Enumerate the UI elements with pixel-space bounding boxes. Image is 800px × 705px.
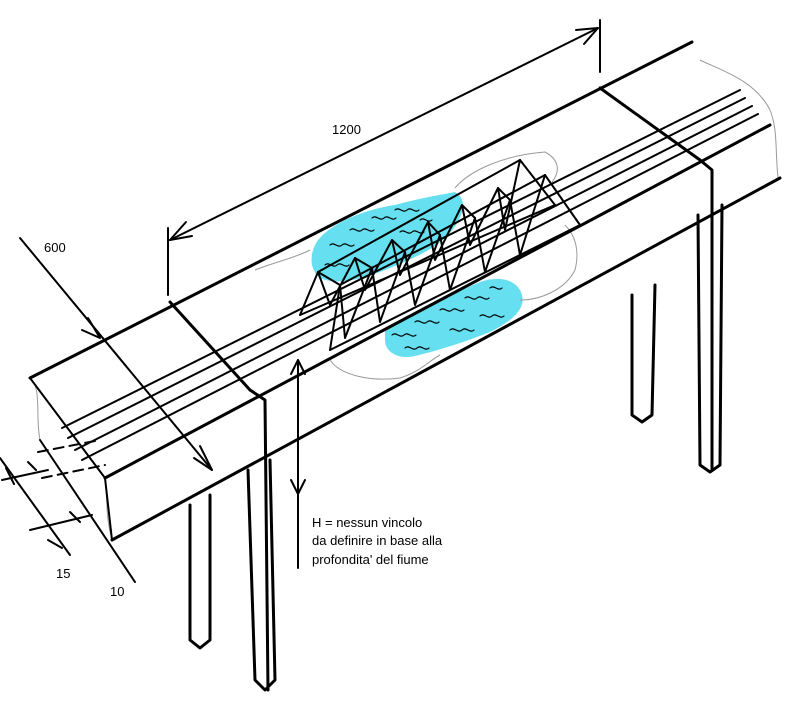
truss-top-chord-back <box>317 159 521 273</box>
pillar-front-center <box>246 458 277 692</box>
dim-small-arrow-2 <box>27 461 81 523</box>
joint-left-top <box>168 300 252 392</box>
truss-cross-ties <box>354 187 511 269</box>
annotation-line-2: da definire in base alla <box>312 533 443 548</box>
dimension-length: 1200 <box>167 19 601 296</box>
dim-length-arrow-left <box>169 221 193 241</box>
truss-top-chord-front <box>339 174 546 286</box>
truss-bottom-chord-back <box>299 204 556 316</box>
dim-15-label: 15 <box>56 566 70 581</box>
dim-width-label: 600 <box>44 240 66 255</box>
dim-small-arrow-1 <box>5 467 63 549</box>
truss-bottom-chord-front <box>329 224 581 351</box>
pillar-far-right <box>696 203 724 474</box>
dim-small-line-1 <box>0 457 71 556</box>
dim-length-label: 1200 <box>332 122 361 137</box>
joint-left-face <box>248 388 270 692</box>
dim-length-arrow-right <box>575 27 599 45</box>
dim-height-arrow-top <box>290 359 306 375</box>
dimension-height: H = nessun vincolo da definire in base a… <box>290 359 443 569</box>
pillar-front-left <box>188 493 212 650</box>
deck-dashed-1 <box>37 439 101 453</box>
dim-height-arrow-bottom <box>290 479 306 495</box>
deck-beam <box>28 40 782 542</box>
pillar-back-right <box>630 283 657 424</box>
dim-width-line <box>19 237 213 471</box>
dim-width-arrow-top <box>81 317 101 339</box>
bank-lower <box>329 224 578 380</box>
annotation-line-1: H = nessun vincolo <box>312 515 422 530</box>
dim-small-cross-1 <box>1 469 49 481</box>
deck-bottom-edge <box>110 176 782 542</box>
dimension-width: 600 <box>19 237 213 471</box>
dim-small-cross-2 <box>29 514 93 531</box>
truss-end-right <box>519 159 581 226</box>
dim-10-label: 10 <box>110 584 124 599</box>
water-waves <box>324 208 505 350</box>
deck-dashed-2 <box>41 464 106 479</box>
deck-front-left-edge <box>104 477 113 541</box>
pillars <box>188 203 724 692</box>
dim-small-line-2 <box>39 439 136 583</box>
deck-top-front-edge <box>103 123 772 480</box>
dim-length-line <box>169 27 599 241</box>
annotation-line-3: profondita' del fiume <box>312 552 429 567</box>
rail-4 <box>81 113 759 461</box>
joint-right-top <box>598 86 702 162</box>
dimension-small: 15 10 <box>0 439 136 599</box>
water-patch-upper <box>311 192 463 282</box>
bank-upper <box>254 151 558 271</box>
truss-end-left <box>299 271 341 351</box>
deck-left-end-cap <box>29 377 106 479</box>
bank-right-end <box>699 59 779 179</box>
truss-bridge <box>299 159 581 351</box>
river-banks <box>34 59 779 541</box>
segment-joints <box>168 86 714 692</box>
rail-1 <box>61 89 741 429</box>
joint-right-face <box>698 158 714 472</box>
deck-top-back-edge <box>28 40 694 380</box>
dim-width-arrow-bottom <box>193 445 213 471</box>
rail-3 <box>74 105 753 451</box>
river-water <box>311 192 523 358</box>
